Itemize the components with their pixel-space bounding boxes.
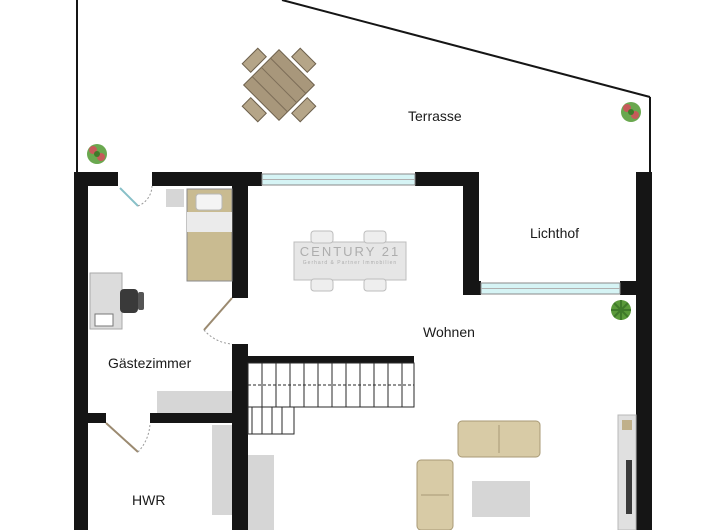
room-label-gaestezimmer: Gästezimmer <box>108 355 192 371</box>
watermark-subtitle: Gerhard & Partner Immobilien <box>302 260 398 266</box>
windows <box>261 173 621 295</box>
room-label-hwr: HWR <box>132 492 166 508</box>
watermark-brand: CENTURY 21 <box>299 244 401 259</box>
sofa-icon <box>457 420 541 458</box>
doors <box>105 185 233 453</box>
plant-icon <box>621 102 641 122</box>
tv-cabinet-icon <box>617 414 637 530</box>
hwr-cabinet <box>212 425 232 515</box>
plant-icon <box>611 300 631 320</box>
armchair-icon <box>416 459 454 530</box>
dresser <box>157 391 232 413</box>
side-table <box>166 189 184 207</box>
terrace-outline <box>76 0 651 174</box>
dining-table-icon <box>293 230 407 292</box>
room-label-terrasse: Terrasse <box>408 108 462 124</box>
terrace-table-icon <box>241 47 317 123</box>
exterior-walls <box>74 172 652 530</box>
interior-walls <box>88 172 481 530</box>
brand-watermark: CENTURY 21 Gerhard & Partner Immobilien <box>296 244 404 266</box>
room-label-wohnen: Wohnen <box>423 324 475 340</box>
bed-icon <box>186 188 233 282</box>
office-chair-icon <box>120 289 144 313</box>
laptop-icon <box>94 313 114 327</box>
plant-icon <box>87 144 107 164</box>
room-label-lichthof: Lichthof <box>530 225 580 241</box>
side-sofa <box>248 455 274 530</box>
staircase <box>247 362 415 435</box>
coffee-table <box>472 481 530 517</box>
